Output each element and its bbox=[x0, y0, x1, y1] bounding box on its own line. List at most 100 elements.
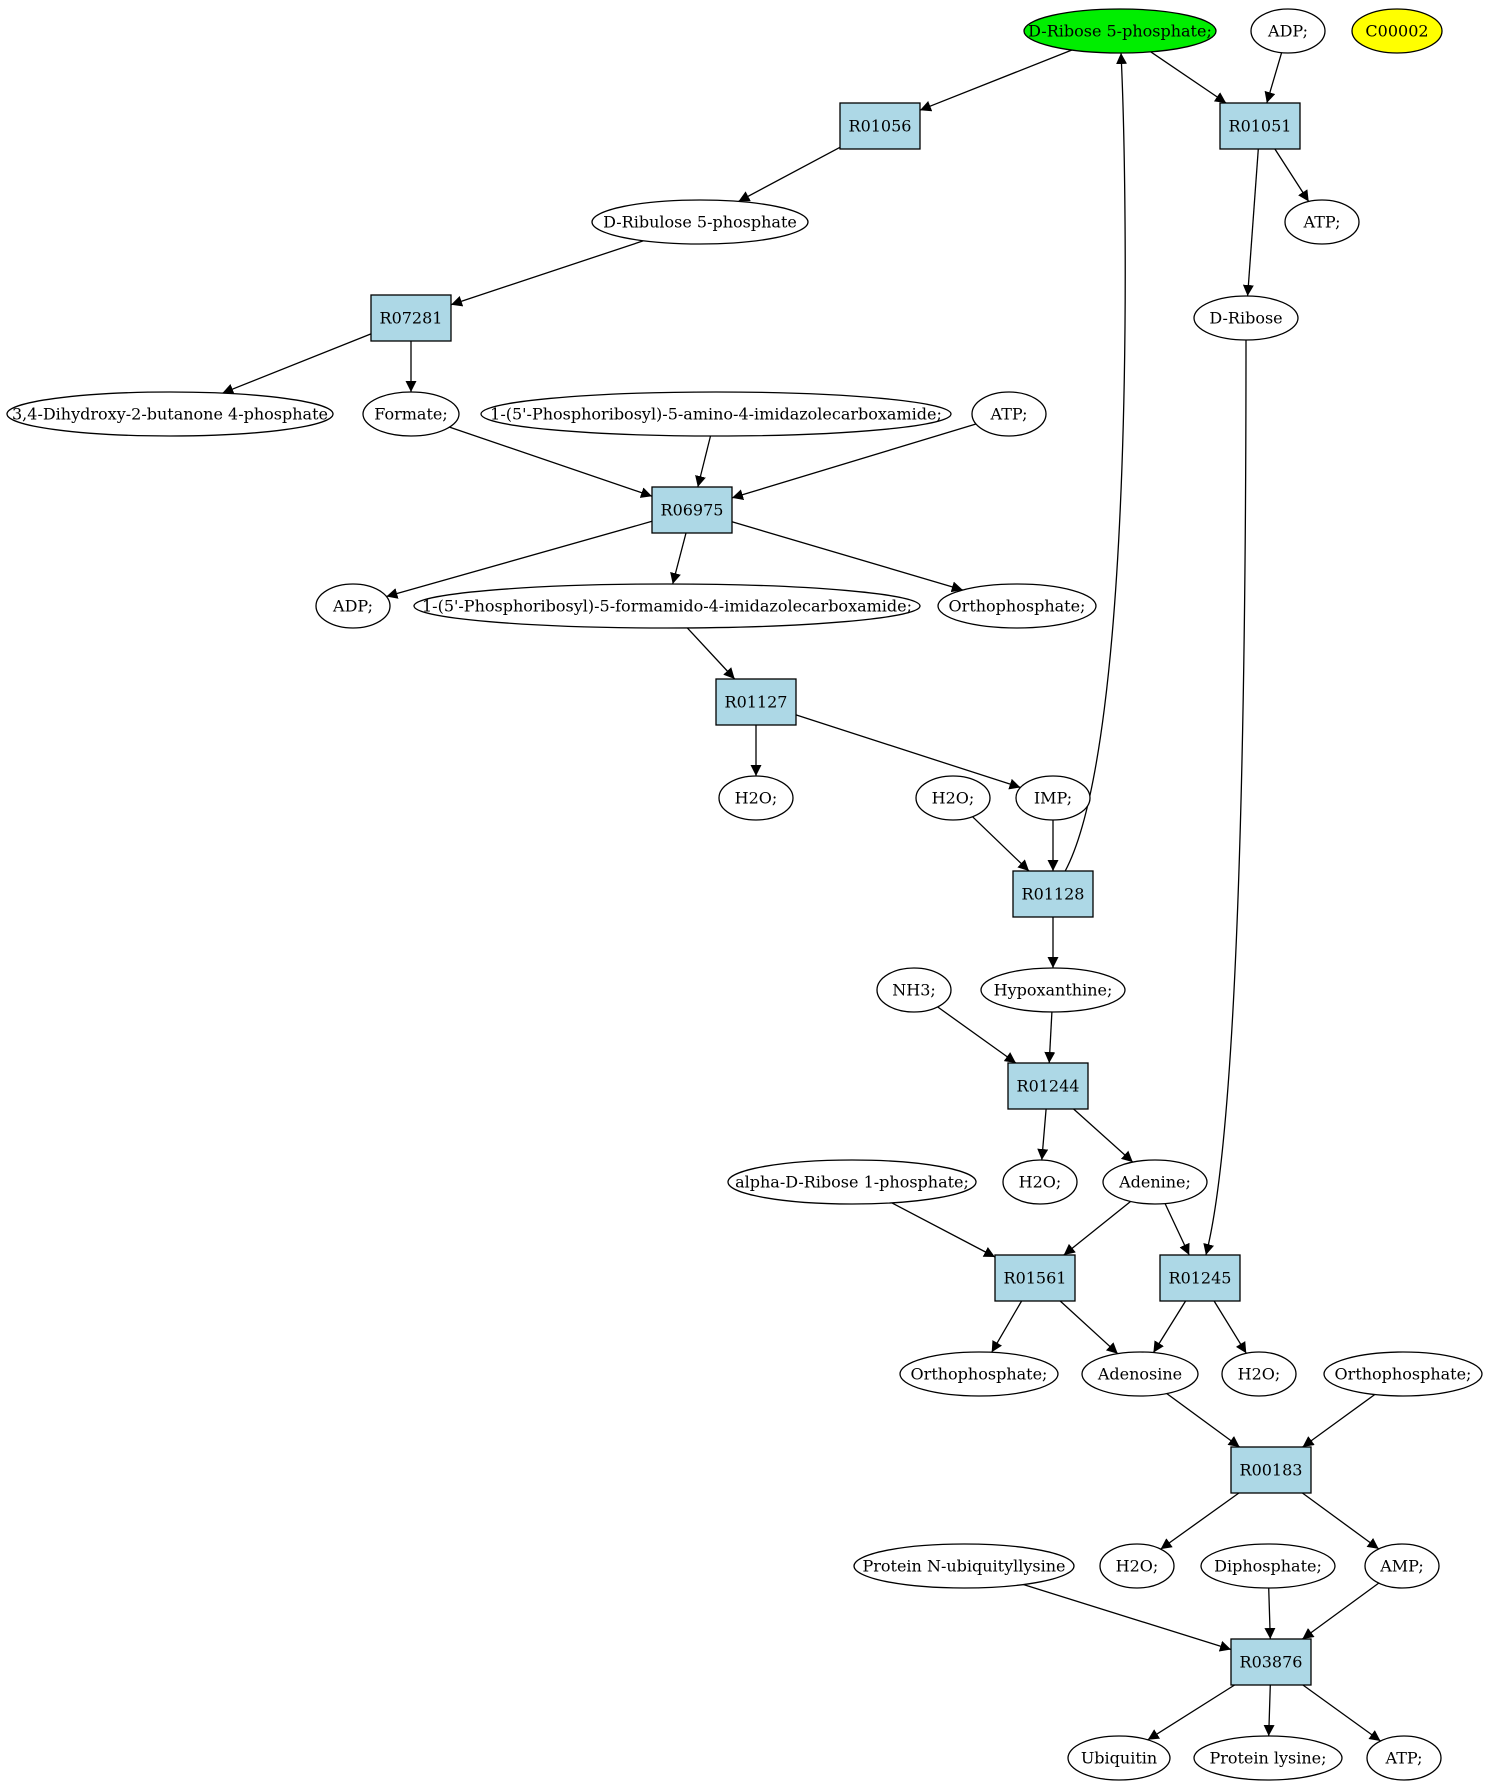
compound-ellipse bbox=[1193, 1735, 1343, 1781]
compound-node-c_ppi[interactable]: Diphosphate; bbox=[1200, 1543, 1336, 1589]
reaction-box bbox=[715, 678, 797, 726]
edge-r_R01056-to-c_ru5p bbox=[738, 146, 841, 202]
reaction-box bbox=[1230, 1446, 1312, 1494]
compound-ellipse bbox=[1015, 775, 1091, 821]
compound-node-c_r5p[interactable]: D-Ribose 5-phosphate; bbox=[1023, 8, 1217, 54]
edge-r_R01244-to-c_h2o3 bbox=[1037, 1108, 1049, 1161]
node-label: H2O; bbox=[735, 789, 778, 808]
compound-ellipse bbox=[480, 391, 952, 437]
edge-c_nh3-to-r_R01244 bbox=[937, 1006, 1017, 1064]
reaction-node-r_R01051[interactable]: R01051 bbox=[1219, 102, 1301, 150]
compound-node-c_h2o3[interactable]: H2O; bbox=[1002, 1159, 1078, 1205]
edge-c_pi3-to-r_R00183 bbox=[1302, 1393, 1376, 1448]
node-label: NH3; bbox=[892, 981, 936, 1000]
compound-node-c_nh3[interactable]: NH3; bbox=[876, 967, 952, 1013]
compound-node-c_adp_top[interactable]: ADP; bbox=[1250, 8, 1326, 54]
node-label: ADP; bbox=[332, 597, 373, 616]
edge-c_faicar-to-r_R01127 bbox=[686, 627, 736, 680]
compound-ellipse bbox=[1284, 199, 1360, 245]
compound-node-c_pi3[interactable]: Orthophosphate; bbox=[1323, 1351, 1483, 1397]
compound-node-c_pi2[interactable]: Orthophosphate; bbox=[899, 1351, 1059, 1397]
node-label: ATP; bbox=[1303, 213, 1341, 232]
reaction-node-r_R03876[interactable]: R03876 bbox=[1230, 1638, 1312, 1686]
reaction-node-r_R01245[interactable]: R01245 bbox=[1159, 1254, 1241, 1302]
compound-ellipse bbox=[980, 967, 1126, 1013]
edge-c_h2o2-to-r_R01128 bbox=[972, 816, 1030, 872]
edge-c_pnul-to-r_R03876 bbox=[1023, 1583, 1232, 1652]
node-label: Adenine; bbox=[1118, 1173, 1191, 1192]
edge-r_R01245-to-c_adenosine bbox=[1152, 1300, 1187, 1353]
compound-node-c_dribose[interactable]: D-Ribose bbox=[1193, 295, 1299, 341]
compound-node-c_ar1p[interactable]: alpha-D-Ribose 1-phosphate; bbox=[727, 1159, 977, 1205]
edge-c_adenine-to-r_R01245 bbox=[1164, 1203, 1190, 1256]
compound-node-c_amp[interactable]: AMP; bbox=[1364, 1543, 1440, 1589]
compound-node-c_dhbp[interactable]: 3,4-Dihydroxy-2-butanone 4-phosphate bbox=[6, 391, 334, 437]
edge-r_R00183-to-c_h2o5 bbox=[1160, 1492, 1240, 1550]
compound-node-c_faicar[interactable]: 1-(5'-Phosphoribosyl)-5-formamido-4-imid… bbox=[413, 583, 921, 629]
reaction-node-r_R00183[interactable]: R00183 bbox=[1230, 1446, 1312, 1494]
compound-ellipse bbox=[1250, 8, 1326, 54]
compound-node-c_plys[interactable]: Protein lysine; bbox=[1193, 1735, 1343, 1781]
edge-r_R03876-to-c_ubq bbox=[1147, 1684, 1235, 1741]
compound-node-c_ru5p[interactable]: D-Ribulose 5-phosphate bbox=[591, 199, 809, 245]
compound-ellipse bbox=[718, 775, 794, 821]
reaction-node-r_R06975[interactable]: R06975 bbox=[651, 486, 733, 534]
node-label: Formate; bbox=[374, 405, 448, 424]
compound-node-c_adp2[interactable]: ADP; bbox=[315, 583, 391, 629]
edge-r_R03876-to-c_atp3 bbox=[1302, 1684, 1381, 1742]
reaction-node-r_R01056[interactable]: R01056 bbox=[839, 102, 921, 150]
node-label: R01127 bbox=[725, 693, 788, 712]
edge-r_R03876-to-c_plys bbox=[1263, 1684, 1275, 1737]
compound-node-c_aicar[interactable]: 1-(5'-Phosphoribosyl)-5-amino-4-imidazol… bbox=[480, 391, 952, 437]
edge-c_ar1p-to-r_R01561 bbox=[891, 1202, 996, 1258]
edge-c_aicar-to-r_R06975 bbox=[695, 435, 712, 488]
compound-ellipse bbox=[1323, 1351, 1483, 1397]
compound-node-c_atp2[interactable]: ATP; bbox=[971, 391, 1047, 437]
edge-r_R01128-to-c_r5p bbox=[1064, 52, 1128, 872]
compound-node-c_h2o2[interactable]: H2O; bbox=[915, 775, 991, 821]
edge-r_R00183-to-c_amp bbox=[1302, 1492, 1380, 1550]
compound-ellipse bbox=[1023, 8, 1217, 54]
compound-ellipse bbox=[1351, 8, 1443, 54]
compound-node-c_formate[interactable]: Formate; bbox=[362, 391, 460, 437]
reaction-node-r_R01244[interactable]: R01244 bbox=[1007, 1062, 1089, 1110]
reaction-node-r_R01128[interactable]: R01128 bbox=[1012, 870, 1094, 918]
compound-node-c_adenine[interactable]: Adenine; bbox=[1102, 1159, 1208, 1205]
compound-node-c_pi1[interactable]: Orthophosphate; bbox=[937, 583, 1097, 629]
node-label: IMP; bbox=[1034, 789, 1072, 808]
node-label: R01128 bbox=[1022, 885, 1085, 904]
compound-node-c_pnul[interactable]: Protein N-ubiquityllysine bbox=[853, 1543, 1075, 1589]
node-label: alpha-D-Ribose 1-phosphate; bbox=[735, 1173, 969, 1192]
node-label: ATP; bbox=[1385, 1749, 1423, 1768]
reaction-box bbox=[1219, 102, 1301, 150]
node-label: 1-(5'-Phosphoribosyl)-5-formamido-4-imid… bbox=[422, 597, 912, 616]
node-label: Orthophosphate; bbox=[1335, 1365, 1472, 1384]
compound-node-c_h2o5[interactable]: H2O; bbox=[1099, 1543, 1175, 1589]
reaction-node-r_R01127[interactable]: R01127 bbox=[715, 678, 797, 726]
compound-node-c_c00002[interactable]: C00002 bbox=[1351, 8, 1443, 54]
reaction-node-r_R01561[interactable]: R01561 bbox=[994, 1254, 1076, 1302]
compound-node-c_h2o4[interactable]: H2O; bbox=[1221, 1351, 1297, 1397]
compound-ellipse bbox=[6, 391, 334, 437]
compound-ellipse bbox=[937, 583, 1097, 629]
edge-c_amp-to-r_R03876 bbox=[1302, 1582, 1380, 1640]
compound-ellipse bbox=[853, 1543, 1075, 1589]
edge-r_R06975-to-c_faicar bbox=[670, 532, 687, 585]
node-label: Ubiquitin bbox=[1081, 1749, 1157, 1768]
compound-node-c_adenosine[interactable]: Adenosine bbox=[1081, 1351, 1199, 1397]
compound-node-c_ubq[interactable]: Ubiquitin bbox=[1067, 1735, 1171, 1781]
edge-c_adenosine-to-r_R00183 bbox=[1166, 1392, 1240, 1448]
reaction-box bbox=[1012, 870, 1094, 918]
reaction-box bbox=[839, 102, 921, 150]
reaction-box bbox=[1230, 1638, 1312, 1686]
compound-node-c_hypox[interactable]: Hypoxanthine; bbox=[980, 967, 1126, 1013]
reaction-node-r_R07281[interactable]: R07281 bbox=[370, 294, 452, 342]
compound-ellipse bbox=[876, 967, 952, 1013]
node-label: H2O; bbox=[1116, 1557, 1159, 1576]
compound-node-c_h2o1[interactable]: H2O; bbox=[718, 775, 794, 821]
compound-node-c_atp1[interactable]: ATP; bbox=[1284, 199, 1360, 245]
node-label: R03876 bbox=[1240, 1653, 1303, 1672]
compound-node-c_imp[interactable]: IMP; bbox=[1015, 775, 1091, 821]
node-label: Adenosine bbox=[1097, 1365, 1182, 1384]
compound-node-c_atp3[interactable]: ATP; bbox=[1366, 1735, 1442, 1781]
